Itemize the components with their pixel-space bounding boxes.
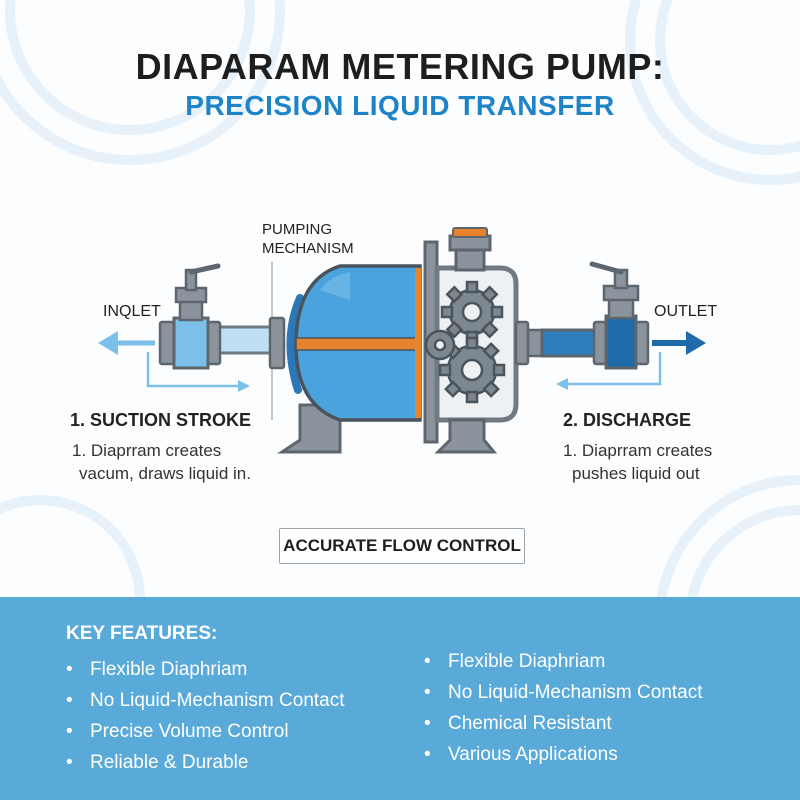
suction-stroke-title: 1. SUCTION STROKE xyxy=(70,410,252,430)
list-item: •Various Applications xyxy=(424,739,703,770)
bullet-icon: • xyxy=(66,721,73,742)
discharge-flow-arrow-icon xyxy=(556,352,662,390)
features-list-right: •Flexible Diaphriam •No Liquid-Mechanism… xyxy=(424,646,703,770)
bullet-icon: • xyxy=(424,651,431,672)
features-list-left: •Flexible Diaphriam •No Liquid-Mechanism… xyxy=(66,654,345,778)
list-item: •Chemical Resistant xyxy=(424,708,703,739)
gear-housing xyxy=(423,227,519,454)
suction-stroke-desc-line2: vacum, draws liquid in. xyxy=(79,464,251,483)
key-features-heading: KEY FEATURES: xyxy=(66,623,218,644)
pump-head xyxy=(277,264,422,454)
mechanism-label-line2: MECHANISM xyxy=(262,240,354,257)
mechanism-label-line1: PUMPING xyxy=(262,221,333,238)
inlet-label: INQLET xyxy=(103,303,161,320)
discharge-title: 2. DISCHARGE xyxy=(563,410,692,430)
outlet-label: OUTLET xyxy=(654,303,718,320)
bullet-icon: • xyxy=(66,659,73,680)
outlet-assembly xyxy=(514,261,706,390)
list-item: •No Liquid-Mechanism Contact xyxy=(424,677,703,708)
outlet-valve-icon xyxy=(589,261,640,320)
key-features-panel: KEY FEATURES: •Flexible Diaphriam •No Li… xyxy=(0,597,800,800)
list-item: •No Liquid-Mechanism Contact xyxy=(66,685,345,716)
gear-icon xyxy=(424,280,506,404)
outlet-arrow-icon xyxy=(652,331,706,355)
bullet-icon: • xyxy=(66,752,73,773)
suction-flow-arrow-icon xyxy=(146,352,250,392)
bullet-icon: • xyxy=(66,690,73,711)
inlet-assembly xyxy=(98,263,286,392)
bullet-icon: • xyxy=(424,713,431,734)
bullet-icon: • xyxy=(424,682,431,703)
page-title: DIAPARAM METERING PUMP: xyxy=(135,46,665,87)
list-item: •Precise Volume Control xyxy=(66,716,345,747)
page-subtitle: PRECISION LIQUID TRANSFER xyxy=(185,90,615,121)
discharge-desc-line2: pushes liquid out xyxy=(572,464,700,483)
list-item: •Reliable & Durable xyxy=(66,747,345,778)
suction-stroke-desc-line1: 1. Diaprram creates xyxy=(72,441,222,460)
inlet-arrow-icon xyxy=(98,331,155,355)
mechanism-label: PUMPING MECHANISM xyxy=(262,220,354,258)
bullet-icon: • xyxy=(424,744,431,765)
list-item: •Flexible Diaphriam xyxy=(424,646,703,677)
inlet-valve-icon xyxy=(174,263,221,322)
flow-control-label: ACCURATE FLOW CONTROL xyxy=(279,528,525,564)
list-item: •Flexible Diaphriam xyxy=(66,654,345,685)
discharge-desc-line1: 1. Diaprram creates xyxy=(563,441,713,460)
